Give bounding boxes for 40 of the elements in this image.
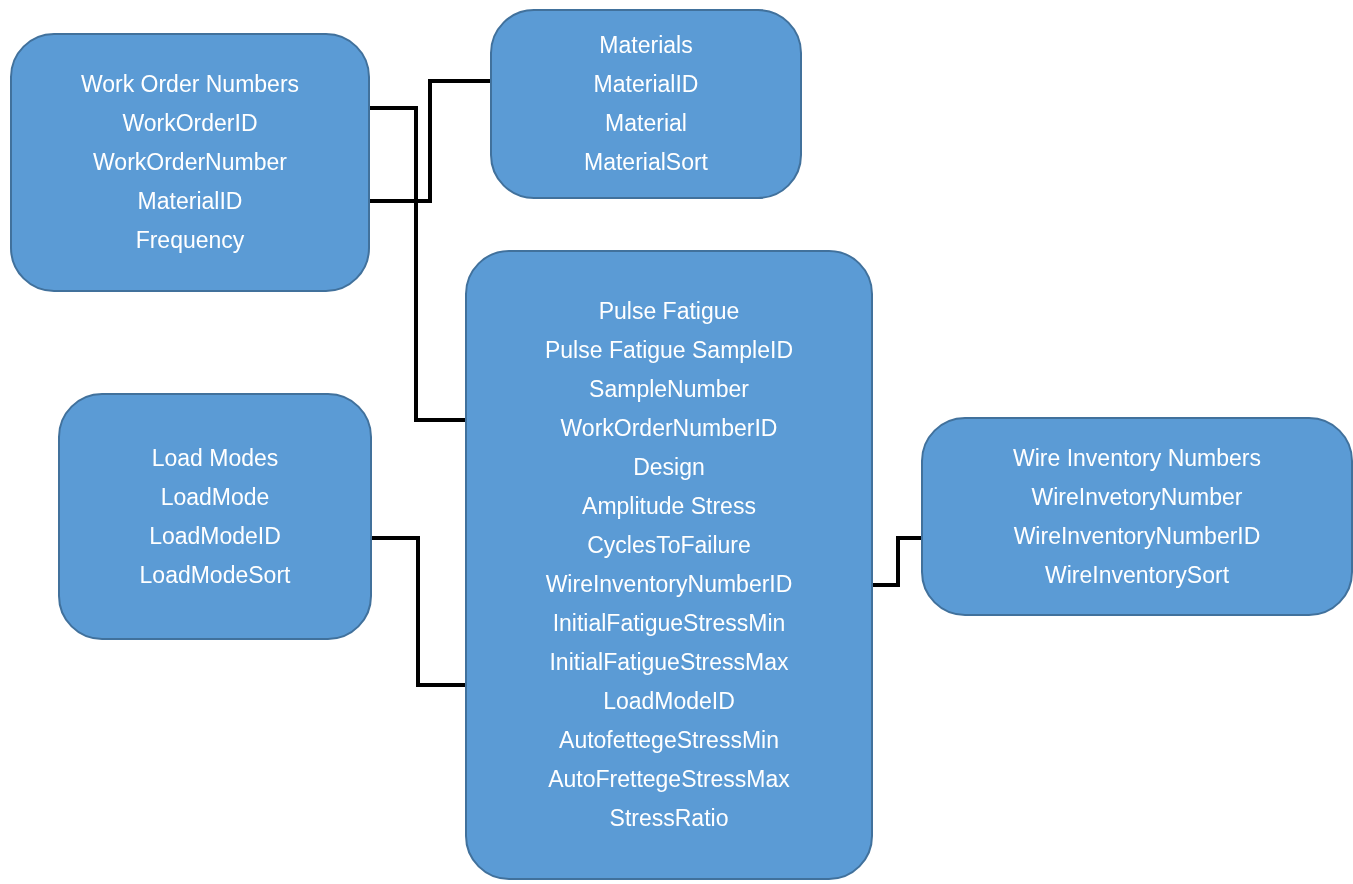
field-name: InitialFatigueStressMin	[552, 609, 786, 638]
field-name: MaterialSort	[584, 148, 708, 177]
field-name: Pulse Fatigue SampleID	[545, 336, 793, 365]
field-name: Material	[605, 109, 687, 138]
connector-line	[370, 106, 465, 422]
connector-line	[372, 536, 465, 687]
entity-box	[10, 33, 370, 292]
connector-line	[370, 79, 490, 203]
entity-title: Work Order Numbers	[80, 70, 300, 99]
field-name: WorkOrderNumberID	[560, 414, 778, 443]
entity-box	[921, 417, 1353, 616]
field-name: MaterialID	[593, 70, 699, 99]
field-name: AutofettegeStressMin	[559, 726, 779, 755]
field-name: MaterialID	[137, 187, 243, 216]
field-name: LoadModeID	[603, 687, 735, 716]
field-name: LoadMode	[160, 482, 270, 512]
entity-title: Pulse Fatigue	[598, 297, 740, 326]
entity-title: Materials	[599, 31, 693, 60]
field-name: SampleNumber	[589, 375, 749, 404]
field-name: StressRatio	[609, 804, 729, 833]
field-name: Frequency	[135, 226, 245, 255]
field-name: CyclesToFailure	[587, 531, 751, 560]
field-name: WorkOrderID	[122, 109, 258, 138]
field-name: WireInventoryNumberID	[545, 570, 793, 599]
field-name: LoadModeID	[149, 521, 281, 551]
entity-box	[465, 250, 873, 880]
field-name: Design	[633, 453, 705, 482]
entity-box	[490, 9, 802, 199]
field-name: InitialFatigueStressMax	[549, 648, 789, 677]
field-name: AutoFrettegeStressMax	[548, 765, 790, 794]
field-name: LoadModeSort	[139, 560, 291, 590]
field-name: WorkOrderNumber	[93, 148, 287, 177]
entity-title: Load Modes	[151, 443, 279, 473]
field-name: WireInventorySort	[1044, 560, 1230, 590]
entity-title: Wire Inventory Numbers	[1013, 443, 1261, 473]
connector-line	[873, 536, 921, 587]
field-name: WireInventoryNumberID	[1013, 521, 1261, 551]
field-name: WireInvetoryNumber	[1031, 482, 1243, 512]
field-name: Amplitude Stress	[582, 492, 756, 521]
entity-box	[58, 393, 372, 640]
